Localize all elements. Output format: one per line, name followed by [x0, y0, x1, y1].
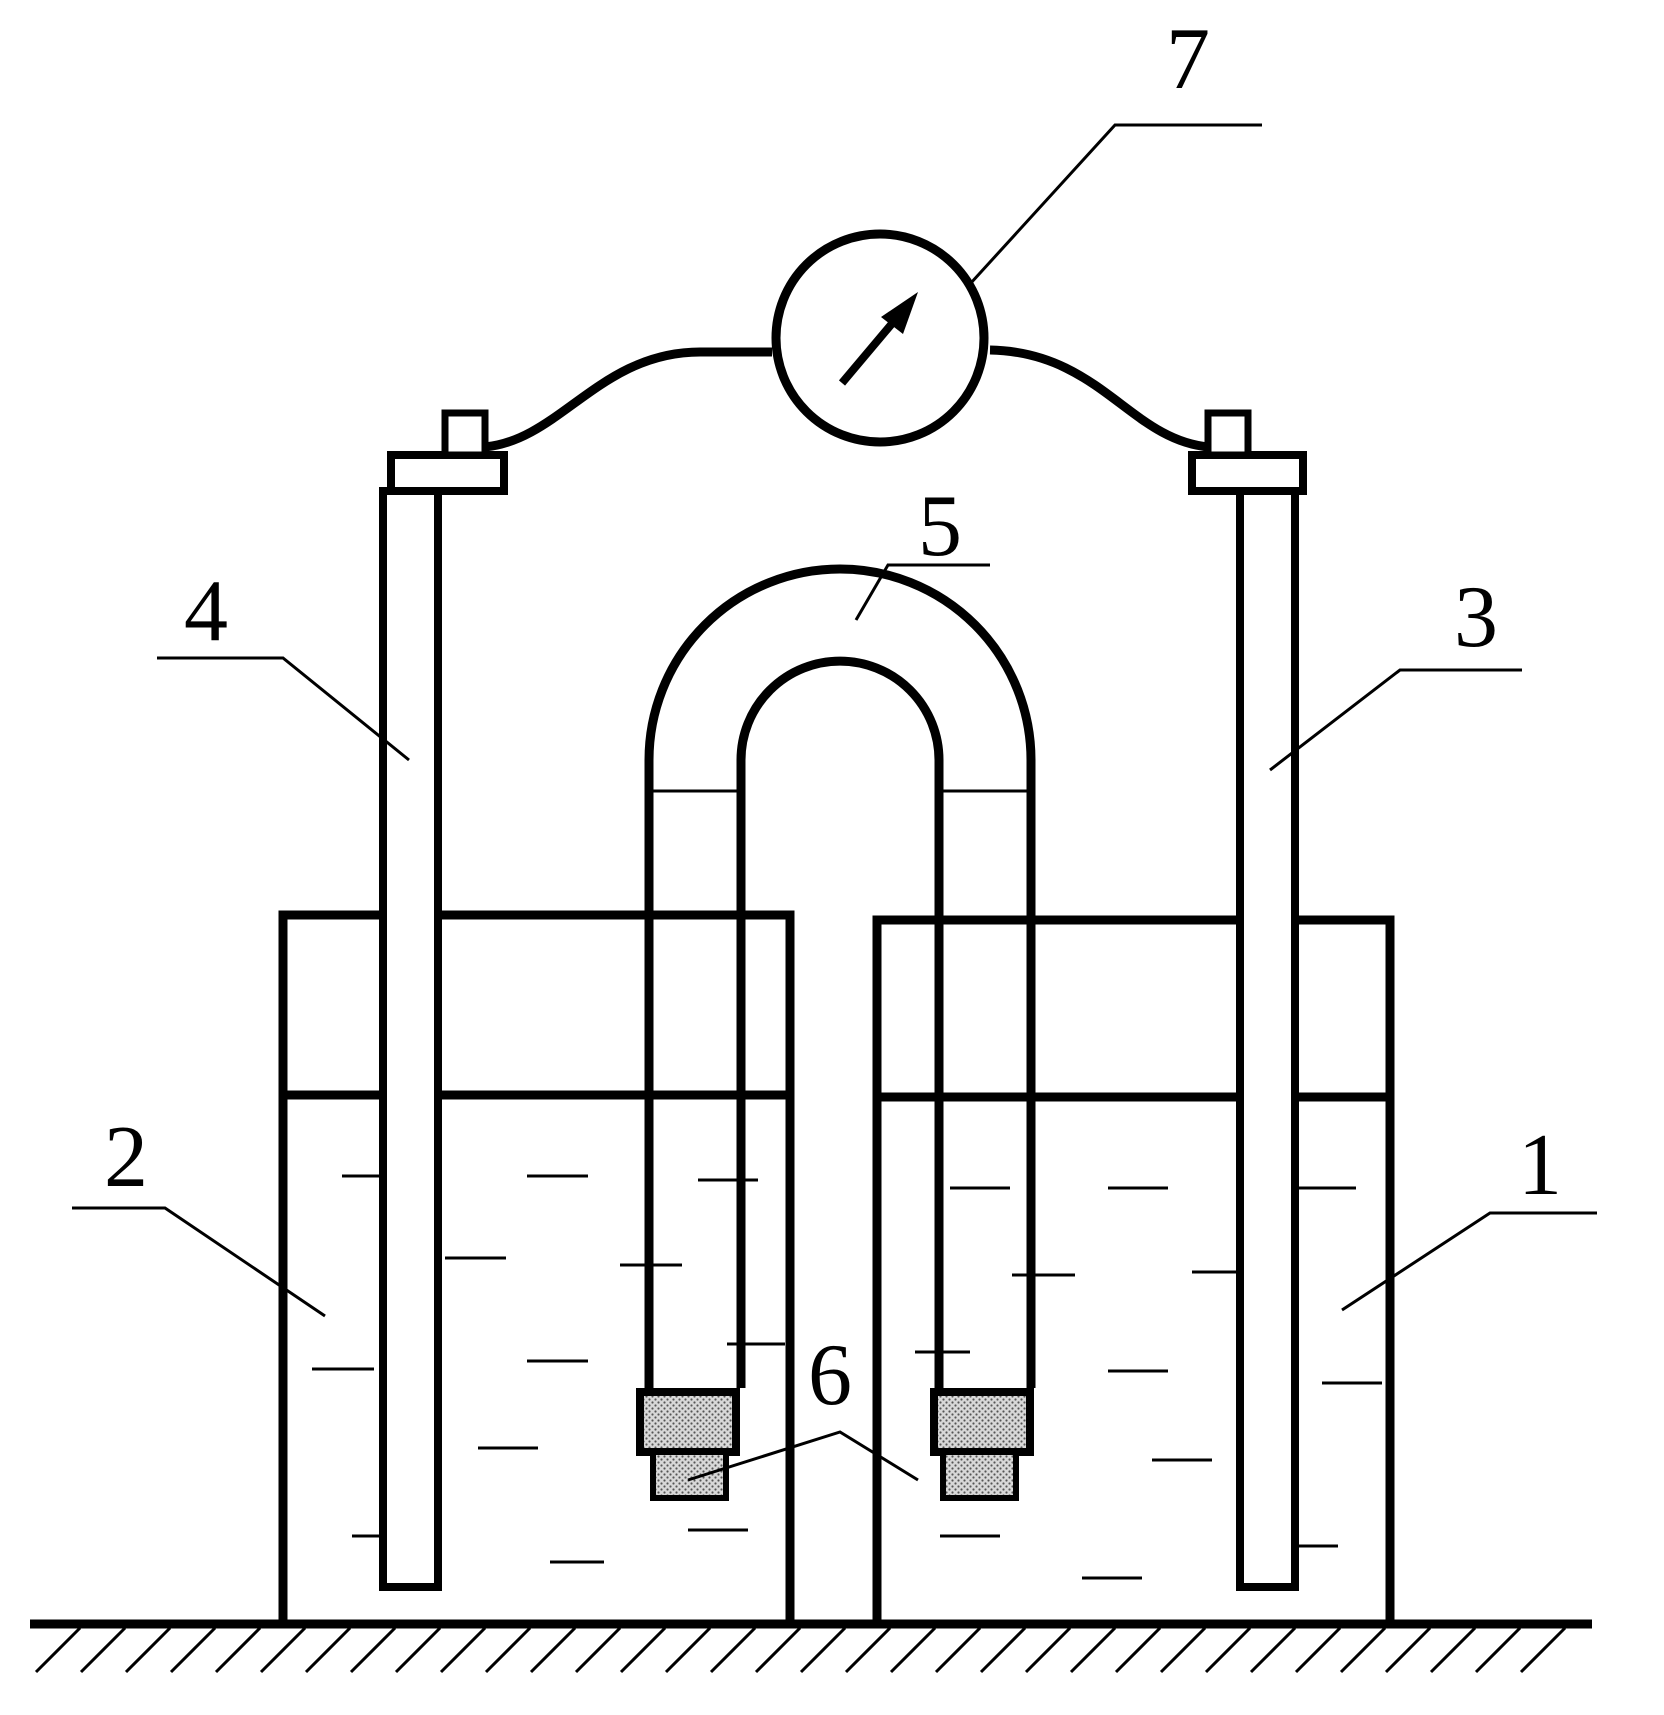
leader-lines: [72, 123, 1597, 1482]
label-beaker-left: 2: [104, 1109, 148, 1206]
ground-hatch-line: [1204, 1626, 1252, 1674]
ground-hatch-line: [169, 1626, 217, 1674]
ground-hatch-line: [1294, 1626, 1342, 1674]
label-salt-bridge: 5: [918, 478, 962, 575]
ground-hatch-line: [1114, 1626, 1162, 1674]
ground-hatch-line: [844, 1626, 892, 1674]
ground-hatch-line: [619, 1626, 667, 1674]
porous-plug-right: [930, 1388, 1034, 1501]
wires: [484, 345, 1210, 452]
label-porous-plugs: 6: [808, 1327, 852, 1424]
ground-hatch-line: [304, 1626, 352, 1674]
ground-hatch-line: [889, 1626, 937, 1674]
ground-hatch-line: [754, 1626, 802, 1674]
ground-hatch-line: [934, 1626, 982, 1674]
ground-hatch-line: [799, 1626, 847, 1674]
label-electrode-left: 4: [184, 563, 228, 660]
ground-hatch-line: [394, 1626, 442, 1674]
ground-hatch-line: [79, 1626, 127, 1674]
ground-hatch-line: [1384, 1626, 1432, 1674]
ground-hatch-line: [349, 1626, 397, 1674]
ground-hatch-line: [1069, 1626, 1117, 1674]
ground-hatch-line: [1339, 1626, 1387, 1674]
ground-hatch-line: [574, 1626, 622, 1674]
ground-hatch-line: [1024, 1626, 1072, 1674]
galvanometer-icon: [771, 229, 989, 447]
beaker-left: [278, 910, 795, 1624]
ground: [30, 1619, 1592, 1674]
label-beaker-right: 1: [1518, 1117, 1562, 1214]
ground-hatch-line: [709, 1626, 757, 1674]
ground-hatch-line: [1159, 1626, 1207, 1674]
label-electrode-right: 3: [1454, 569, 1498, 666]
ground-hatch-line: [1474, 1626, 1522, 1674]
ground-hatch-line: [1519, 1626, 1567, 1674]
ground-hatch-line: [259, 1626, 307, 1674]
salt-bridge: [636, 564, 1036, 1501]
ground-hatch-line: [529, 1626, 577, 1674]
electrode-right: [1188, 409, 1307, 1591]
beaker-right: [872, 915, 1395, 1624]
ground-hatch-line: [124, 1626, 172, 1674]
ground-hatch-line: [214, 1626, 262, 1674]
solution-right-marks: [915, 1186, 1382, 1580]
ground-hatch-line: [664, 1626, 712, 1674]
solution-left-marks: [312, 1174, 785, 1564]
ground-hatch-line: [979, 1626, 1027, 1674]
ground-hatch-line: [439, 1626, 487, 1674]
ground-hatch-line: [1429, 1626, 1477, 1674]
ground-hatch-line: [1249, 1626, 1297, 1674]
porous-plug-left: [636, 1388, 740, 1501]
label-meter: 7: [1166, 11, 1210, 108]
ground-hatch-line: [34, 1626, 82, 1674]
ground-hatch-line: [484, 1626, 532, 1674]
electrode-left: [379, 409, 508, 1591]
